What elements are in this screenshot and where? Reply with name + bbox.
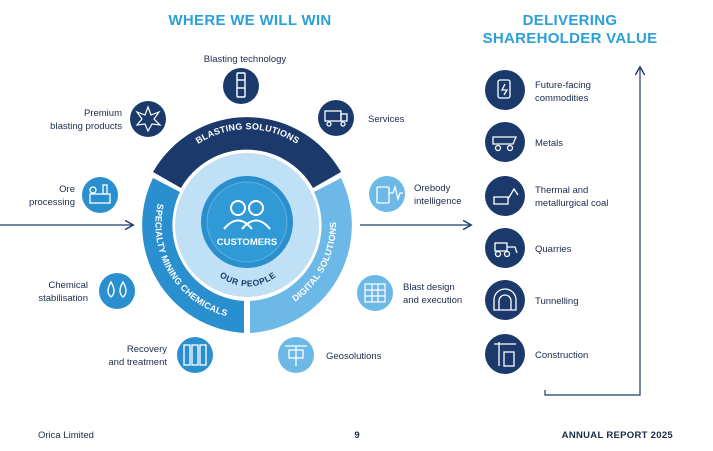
svg-text:and execution: and execution <box>403 295 462 306</box>
svg-text:commodities: commodities <box>535 93 589 104</box>
offering-geosolutions: Geosolutions <box>278 337 382 373</box>
droplets-icon <box>107 280 127 298</box>
svg-text:Construction: Construction <box>535 350 588 361</box>
footer-page-number: 9 <box>354 430 360 441</box>
plant-icon <box>89 184 111 204</box>
offering-premium-blasting-products: Premium blasting products <box>50 101 166 137</box>
truck-icon <box>324 110 348 127</box>
segment-specialty-mining-chemicals <box>142 178 244 333</box>
label-future-line1: Future-facing <box>535 80 591 91</box>
strategy-wheel: CUSTOMERS BLASTING SOLUTIONS DIGITAL SOL… <box>139 117 355 333</box>
market-quarries: Quarries <box>485 228 572 268</box>
label-coal-line2: metallurgical coal <box>535 198 608 209</box>
market-future-facing-commodities: Future-facing commodities <box>485 70 591 110</box>
label-customers: CUSTOMERS <box>217 237 278 248</box>
label-premium-line1: Premium <box>84 108 122 119</box>
segment-digital-solutions <box>250 178 352 333</box>
svg-text:Blast design: Blast design <box>403 282 455 293</box>
svg-text:Thermal and: Thermal and <box>535 185 588 196</box>
svg-text:processing: processing <box>29 197 75 208</box>
label-metals: Metals <box>535 138 563 149</box>
label-blasting-technology: Blasting technology <box>204 54 287 65</box>
sensor-icon <box>376 184 403 204</box>
label-coal-line1: Thermal and <box>535 185 588 196</box>
offering-orebody-intelligence: Orebody intelligence <box>369 176 462 212</box>
coal-excavator-icon <box>493 187 519 205</box>
people-icon <box>223 200 271 230</box>
tunnel-icon <box>493 288 517 311</box>
footer-report-title: ANNUAL REPORT 2025 <box>561 430 673 441</box>
svg-text:intelligence: intelligence <box>414 196 462 207</box>
label-quarries: Quarries <box>535 244 572 255</box>
svg-text:metallurgical coal: metallurgical coal <box>535 198 608 209</box>
label-services: Services <box>368 114 405 125</box>
offering-chemical-stabilisation: Chemical stabilisation <box>38 273 135 309</box>
svg-text:Premium: Premium <box>84 108 122 119</box>
heading-right-line1: DELIVERING <box>522 12 618 29</box>
label-tunnelling: Tunnelling <box>535 296 578 307</box>
svg-text:Services: Services <box>368 114 405 125</box>
grid-plan-icon <box>364 283 386 303</box>
svg-text:Tunnelling: Tunnelling <box>535 296 578 307</box>
label-chemical-line2: stabilisation <box>38 293 88 304</box>
drill-rig-icon <box>285 345 307 366</box>
svg-text:Future-facing: Future-facing <box>535 80 591 91</box>
svg-text:Orebody: Orebody <box>414 183 451 194</box>
label-premium-line2: blasting products <box>50 121 122 132</box>
segment-blasting-solutions <box>153 117 341 188</box>
arrow-up-shareholder <box>544 68 640 396</box>
label-ore-line2: processing <box>29 197 75 208</box>
explosion-icon <box>135 105 162 133</box>
loader-icon <box>494 242 518 258</box>
offering-blast-design-and-execution: Blast design and execution <box>357 275 462 311</box>
svg-text:Quarries: Quarries <box>535 244 572 255</box>
label-chemical-line1: Chemical <box>48 280 88 291</box>
detonator-icon <box>236 72 246 98</box>
label-orebody-line2: intelligence <box>414 196 462 207</box>
market-metals: Metals <box>485 122 563 162</box>
label-blast-design-line2: and execution <box>403 295 462 306</box>
label-recovery-line2: and treatment <box>108 357 167 368</box>
label-orebody-line1: Orebody <box>414 183 451 194</box>
offering-services: Services <box>318 100 405 136</box>
core-inner <box>206 181 288 263</box>
svg-text:and treatment: and treatment <box>108 357 167 368</box>
svg-text:Ore: Ore <box>59 184 75 195</box>
svg-text:stabilisation: stabilisation <box>38 293 88 304</box>
label-geosolutions: Geosolutions <box>326 351 382 362</box>
crane-icon <box>494 342 516 367</box>
svg-text:blasting products: blasting products <box>50 121 122 132</box>
label-blast-design-line1: Blast design <box>403 282 455 293</box>
market-tunnelling: Tunnelling <box>485 280 578 320</box>
market-construction: Construction <box>485 334 588 374</box>
svg-text:Chemical: Chemical <box>48 280 88 291</box>
label-ore-line1: Ore <box>59 184 75 195</box>
svg-text:Recovery: Recovery <box>127 344 167 355</box>
svg-text:Blasting technology: Blasting technology <box>204 54 287 65</box>
flow-arrows <box>0 68 640 396</box>
offering-blasting-technology: Blasting technology <box>204 54 287 104</box>
heading-right-line2: SHAREHOLDER VALUE <box>482 30 658 47</box>
label-construction: Construction <box>535 350 588 361</box>
label-future-line2: commodities <box>535 93 589 104</box>
ev-charger-icon <box>497 79 511 99</box>
tanks-icon <box>183 344 207 366</box>
heading-where-we-will-win: WHERE WE WILL WIN <box>168 12 332 29</box>
footer-company: Orica Limited <box>38 430 94 441</box>
svg-text:Metals: Metals <box>535 138 563 149</box>
label-recovery-line1: Recovery <box>127 344 167 355</box>
mine-truck-icon <box>492 136 517 152</box>
market-thermal-and-metallurgical-coal: Thermal and metallurgical coal <box>485 176 608 216</box>
offering-ore-processing: Ore processing <box>29 177 118 213</box>
svg-text:Geosolutions: Geosolutions <box>326 351 382 362</box>
offering-recovery-and-treatment: Recovery and treatment <box>108 337 213 373</box>
heading-delivering-shareholder-value: DELIVERING SHAREHOLDER VALUE <box>470 12 670 48</box>
